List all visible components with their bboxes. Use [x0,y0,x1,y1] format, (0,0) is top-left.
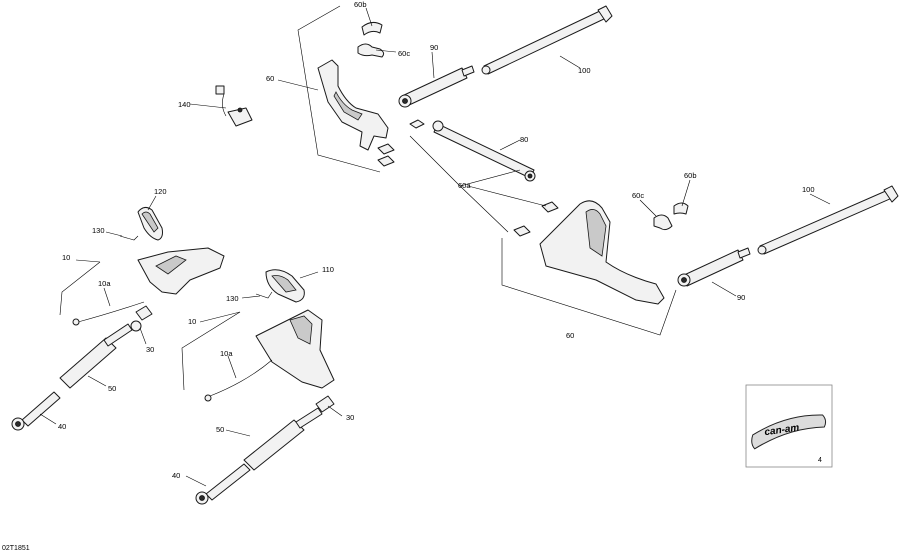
callout-10-left: 10 [62,253,70,262]
u-bolt-upper-1 [409,119,425,129]
callout-140: 140 [178,100,191,109]
callout-60b-top: 60b [354,0,367,9]
upper-assembly-group [215,5,613,182]
bracket-10-mid [255,309,335,389]
mid-group-outline [181,311,241,391]
callout-110: 110 [322,265,334,274]
callout-40-mid: 40 [172,471,180,480]
cylinder-90-upper [398,65,475,108]
cap-60c-upper [357,43,385,58]
rod-end-40-mid [195,463,251,505]
leader-lines [39,7,831,487]
u-bolt-right-2 [513,225,531,237]
cable-10a-mid-end [204,394,212,402]
cover-110-inner [271,275,297,293]
cap-60b-upper [361,21,383,36]
callout-50-mid: 50 [216,425,224,434]
left-assembly-group [11,206,225,431]
callout-30-mid: 30 [346,413,354,422]
callout-100-right: 100 [802,185,815,194]
upper-group-outline [297,5,381,173]
page-number: 4 [818,457,822,464]
callout-30-left: 30 [146,345,154,354]
callout-120: 120 [154,187,167,196]
clip-130-mid [255,291,273,299]
callout-90-right: 90 [737,293,745,302]
bar-80 [432,120,536,182]
sensor-140 [215,85,253,127]
brand-logo: can-am [751,414,827,450]
right-group-outline [501,238,677,336]
cable-10a-left-end [72,318,80,326]
callout-60c-right: 60c [632,191,644,200]
callout-80: 80 [520,135,528,144]
bracket-10-left [137,247,225,295]
bracket-60-upper [317,59,389,151]
callout-90-top: 90 [430,43,438,52]
bracket-10-mid-face [289,315,313,345]
u-bolt-upper-2 [377,143,395,155]
callout-10a-left: 10a [98,279,111,288]
cable-10a-left [77,301,145,323]
bracket-60-upper-face [333,91,363,121]
document-code: 02T1851 [2,545,30,552]
cylinder-50-left [59,320,142,389]
right-assembly-group [501,185,899,336]
middle-assembly-group [181,269,335,505]
cylinder-50-mid [243,407,323,471]
svg-text:can-am: can-am [764,422,800,438]
left-group-outline [59,261,101,316]
callout-60c-top: 60c [398,49,410,58]
callout-130-mid: 130 [226,294,239,303]
callout-10-mid: 10 [188,317,196,326]
callout-100-top: 100 [578,66,591,75]
cap-60c-right [653,214,673,231]
u-bolt-right-1 [541,201,559,213]
bracket-10-left-face [155,255,187,275]
cap-60b-right [673,202,689,215]
callout-40-left: 40 [58,422,66,431]
brand-box: can-am 4 [745,384,833,468]
callout-60-right: 60 [566,331,574,340]
callouts: 60b 60c 90 100 60 140 80 60a 60c 60b 100… [58,0,815,480]
rod-100-right [757,185,899,255]
bracket-60-right-face [585,209,607,257]
callout-60b-right: 60b [684,171,697,180]
callout-130-left: 130 [92,226,105,235]
rod-100-upper [481,5,613,75]
cable-10a-mid [209,359,273,397]
callout-10a-mid: 10a [220,349,233,358]
cover-120-inner [141,211,159,233]
cylinder-90-right [677,247,751,287]
rod-end-40-left [11,391,61,431]
fitting-30-mid [315,395,335,413]
u-bolt-upper-3 [377,155,395,167]
fitting-30-left [135,305,153,321]
clip-130-left [119,235,139,241]
callout-60a: 60a [458,181,471,190]
callout-50-left: 50 [108,384,116,393]
callout-60-top: 60 [266,74,274,83]
